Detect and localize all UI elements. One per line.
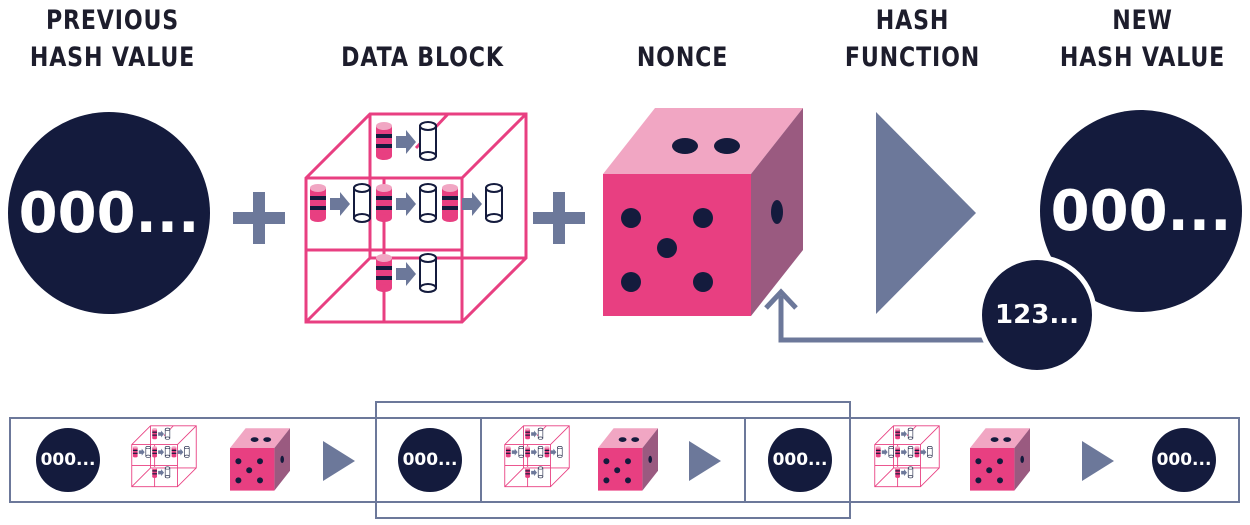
dice-icon: [970, 428, 1030, 491]
hash-function-label: HASH FUNCTION: [837, 2, 989, 76]
play-triangle-icon: [876, 112, 976, 314]
chain-hash-value: 000...: [1156, 450, 1212, 470]
hash-function-label-line2: FUNCTION: [844, 42, 981, 73]
nonce-value: 123...: [995, 300, 1079, 330]
plus-icon: [233, 192, 285, 244]
dice-icon: [598, 428, 658, 491]
plus-icon: [533, 192, 585, 244]
nonce-label-text: NONCE: [636, 42, 729, 73]
chain-hash-value: 000...: [40, 450, 96, 470]
data-block-label: DATA BLOCK: [334, 39, 510, 76]
previous-hash-value: 000...: [18, 180, 200, 246]
previous-hash-label-line2: HASH VALUE: [29, 42, 196, 73]
previous-hash-label-line1: PREVIOUS: [45, 5, 180, 36]
chain-hash-value: 000...: [402, 450, 458, 470]
chain-hash-value: 000...: [772, 450, 828, 470]
dice-icon: [603, 108, 803, 316]
hash-function-label-line1: HASH: [875, 5, 950, 36]
chain-hash-circle: 000...: [1152, 428, 1216, 492]
new-hash-label: NEW HASH VALUE: [1058, 2, 1226, 76]
nonce-value-circle: 123...: [977, 255, 1097, 375]
data-block-icon: [131, 425, 197, 488]
chain-hash-circle: 000...: [36, 428, 100, 492]
new-hash-circle: 000...: [1040, 110, 1242, 312]
new-hash-label-line1: NEW: [1112, 5, 1173, 36]
new-hash-value: 000...: [1050, 178, 1232, 244]
new-hash-label-line2: HASH VALUE: [1059, 42, 1226, 73]
chain-hash-circle: 000...: [398, 428, 462, 492]
previous-hash-label: PREVIOUS HASH VALUE: [28, 2, 196, 76]
data-block-icon: [304, 112, 528, 324]
dice-icon: [230, 428, 290, 491]
chain-hash-circle: 000...: [768, 428, 832, 492]
play-triangle-icon: [689, 441, 721, 481]
nonce-label: NONCE: [615, 39, 750, 76]
play-triangle-icon: [323, 441, 355, 481]
data-block-icon: [874, 425, 940, 488]
data-block-label-text: DATA BLOCK: [341, 42, 504, 73]
data-block-icon: [504, 425, 570, 488]
previous-hash-circle: 000...: [8, 112, 210, 314]
play-triangle-icon: [1082, 441, 1114, 481]
